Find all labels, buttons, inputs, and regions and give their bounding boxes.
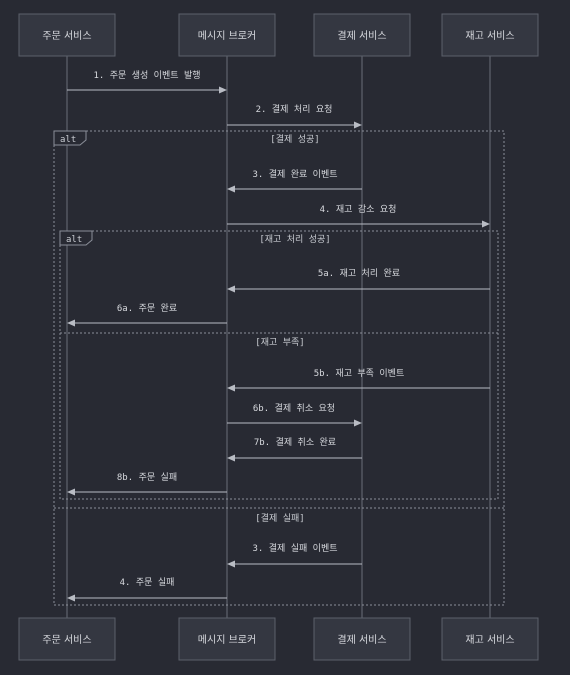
message-5b-arrowhead [227, 384, 235, 392]
message-3-success-label: 3. 결제 완료 이벤트 [252, 169, 337, 180]
participant-inventory-bottom-label: 재고 서비스 [465, 634, 514, 646]
outer-condition-failure: [결제 실패] [255, 513, 304, 524]
message-1-arrowhead [219, 86, 227, 94]
message-2-label: 2. 결제 처리 요청 [256, 103, 333, 115]
participant-payment-bottom: 결제 서비스 [313, 617, 411, 661]
message-4-success-label: 4. 재고 감소 요청 [320, 203, 397, 215]
message-3-failure: 3. 결제 실패 이벤트 [227, 543, 362, 568]
outer-condition-success: [결제 성공] [270, 134, 319, 145]
message-6a: 6a. 주문 완료 [67, 303, 227, 327]
outer-alt-tab [53, 130, 87, 146]
message-5b: 5b. 재고 부족 이벤트 [227, 368, 490, 392]
message-4-failure-arrowhead [67, 594, 75, 602]
inner-condition-success: [재고 처리 성공] [259, 233, 330, 245]
participant-inventory-bottom: 재고 서비스 [441, 617, 539, 661]
message-4-failure-label: 4. 주문 실패 [120, 577, 175, 588]
message-7b: 7b. 결제 취소 완료 [227, 437, 362, 462]
participant-broker-bottom-label: 메시지 브로커 [198, 634, 256, 646]
participant-payment-top: 결제 서비스 [313, 13, 411, 57]
inner-alt-tab [59, 230, 93, 246]
message-6b-arrowhead [354, 419, 362, 427]
message-5a-label: 5a. 재고 처리 완료 [318, 267, 400, 279]
participant-broker-top: 메시지 브로커 [178, 13, 276, 57]
message-2-arrowhead [354, 121, 362, 129]
participant-order-bottom: 주문 서비스 [18, 617, 116, 661]
participant-inventory-top-label: 재고 서비스 [465, 30, 514, 42]
message-6b-label: 6b. 결제 취소 요청 [253, 403, 335, 414]
message-5b-label: 5b. 재고 부족 이벤트 [314, 368, 404, 379]
message-4-success-arrowhead [482, 220, 490, 228]
participant-order-bottom-label: 주문 서비스 [42, 634, 91, 646]
inner-alt-keyword: alt [66, 235, 82, 245]
message-4-success: 4. 재고 감소 요청 [227, 203, 490, 228]
message-4-failure: 4. 주문 실패 [67, 577, 227, 602]
message-1-label: 1. 주문 생성 이벤트 발행 [93, 69, 200, 81]
message-3-success: 3. 결제 완료 이벤트 [227, 169, 362, 193]
message-8b-label: 8b. 주문 실패 [117, 472, 177, 483]
message-5a: 5a. 재고 처리 완료 [227, 267, 490, 293]
participant-broker-bottom: 메시지 브로커 [178, 617, 276, 661]
message-3-failure-arrowhead [227, 560, 235, 568]
participant-payment-top-label: 결제 서비스 [337, 30, 386, 42]
message-2: 2. 결제 처리 요청 [227, 103, 362, 129]
message-8b-arrowhead [67, 488, 75, 496]
message-6a-label: 6a. 주문 완료 [117, 303, 177, 314]
message-6a-arrowhead [67, 319, 75, 327]
message-1: 1. 주문 생성 이벤트 발행 [67, 69, 227, 94]
participant-order-top-label: 주문 서비스 [42, 30, 91, 42]
message-7b-label: 7b. 결제 취소 완료 [254, 437, 336, 448]
participant-payment-bottom-label: 결제 서비스 [337, 634, 386, 646]
participant-inventory-top: 재고 서비스 [441, 13, 539, 57]
inner-condition-shortage: [재고 부족] [255, 337, 304, 348]
participant-order-top: 주문 서비스 [18, 13, 116, 57]
alt-fragment-inner: alt [재고 처리 성공] [재고 부족] [59, 230, 499, 500]
message-8b: 8b. 주문 실패 [67, 472, 227, 496]
message-6b: 6b. 결제 취소 요청 [227, 403, 362, 427]
message-7b-arrowhead [227, 454, 235, 462]
alt-fragment-outer: alt [결제 성공] [결제 실패] [53, 130, 505, 606]
participant-broker-top-label: 메시지 브로커 [198, 30, 256, 42]
message-3-success-arrowhead [227, 185, 235, 193]
outer-alt-keyword: alt [60, 135, 76, 145]
message-3-failure-label: 3. 결제 실패 이벤트 [252, 543, 337, 554]
message-5a-arrowhead [227, 285, 235, 293]
